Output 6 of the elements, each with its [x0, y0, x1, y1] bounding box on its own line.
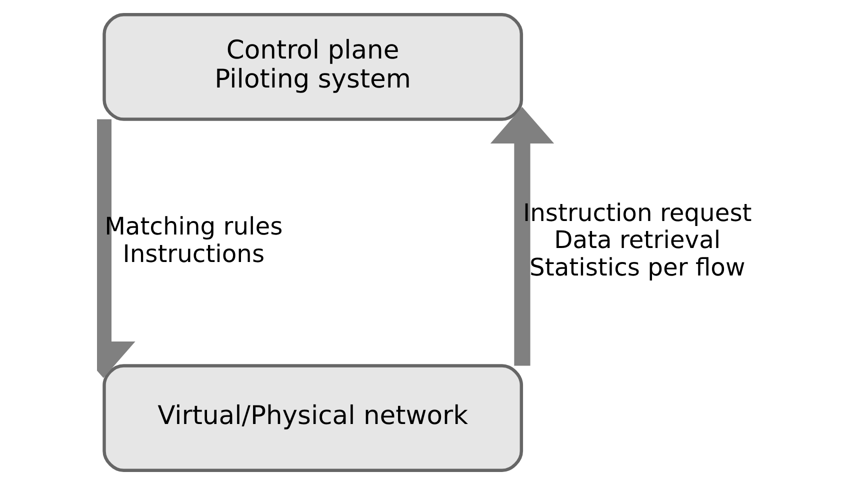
node-box: Virtual/Physical network [102, 364, 523, 472]
edge-label: Matching rules Instructions [104, 212, 282, 268]
arrow [96, 119, 135, 378]
node-box: Control plane Piloting system [102, 12, 523, 121]
arrow [490, 107, 554, 366]
edge-label: Instruction request Data retrieval Statistics per flow [522, 198, 752, 282]
